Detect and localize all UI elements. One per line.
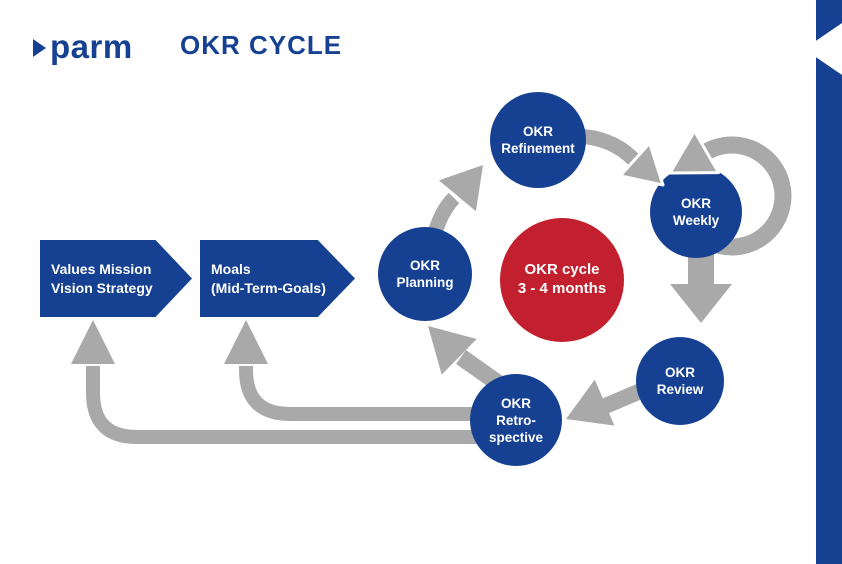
- flow-box-line: Moals: [211, 260, 251, 277]
- flow-box-values: Values Mission Vision Strategy: [40, 240, 192, 317]
- cycle-node-retrospective: OKR Retro- spective: [470, 374, 562, 466]
- feedback-arrow-to-moals-shaft: [239, 366, 550, 421]
- node-line: OKR: [410, 258, 440, 273]
- arrow-review-to-retrospective-shaft: [599, 382, 647, 415]
- flow-box-line: (Mid-Term-Goals): [211, 279, 326, 296]
- right-edge-bar: [816, 0, 842, 564]
- cycle-node-planning: OKR Planning: [378, 227, 472, 321]
- flow-box-line: Vision Strategy: [51, 279, 153, 296]
- flow-box-line: Values Mission: [51, 260, 152, 277]
- arrow-review-to-retrospective-head: [566, 379, 615, 426]
- node-line: 3 - 4 months: [517, 280, 607, 297]
- arrow-retrospective-to-planning-head: [428, 326, 477, 375]
- feedback-arrow-to-moals-head: [224, 320, 268, 364]
- feedback-arrow-to-values-head: [71, 320, 115, 364]
- weekly-loop-head: [668, 129, 720, 175]
- right-edge-notch-icon: [804, 23, 842, 75]
- node-line: Weekly: [672, 213, 720, 228]
- flow-box-moals: Moals (Mid-Term-Goals): [200, 240, 355, 317]
- arrow-weekly-to-review-head: [670, 284, 732, 323]
- node-line: spective: [488, 429, 544, 445]
- node-line: OKR cycle: [524, 261, 600, 279]
- arrow-planning-to-refinement-head: [438, 165, 483, 212]
- node-line: Refinement: [501, 141, 575, 156]
- node-line: Retro-: [496, 412, 536, 428]
- feedback-arrow-to-values-shaft: [86, 366, 550, 444]
- cycle-node-refinement: OKR Refinement: [490, 92, 586, 188]
- logo-text: parm: [50, 28, 133, 65]
- node-line: OKR: [501, 395, 531, 411]
- node-line: OKR: [523, 124, 553, 139]
- node-line: Review: [656, 382, 704, 397]
- node-line: OKR: [681, 196, 711, 211]
- cycle-node-review: OKR Review: [636, 337, 724, 425]
- logo-play-icon: [33, 39, 46, 57]
- cycle-node-weekly: OKR Weekly: [650, 166, 742, 258]
- node-line: Planning: [396, 275, 454, 290]
- page-title: OKR CYCLE: [180, 30, 343, 60]
- cycle-center-node: OKR cycle 3 - 4 months: [500, 218, 624, 342]
- node-line: OKR: [665, 365, 695, 380]
- parm-logo: parm: [33, 30, 133, 63]
- arrow-refinement-to-weekly-head: [618, 141, 665, 187]
